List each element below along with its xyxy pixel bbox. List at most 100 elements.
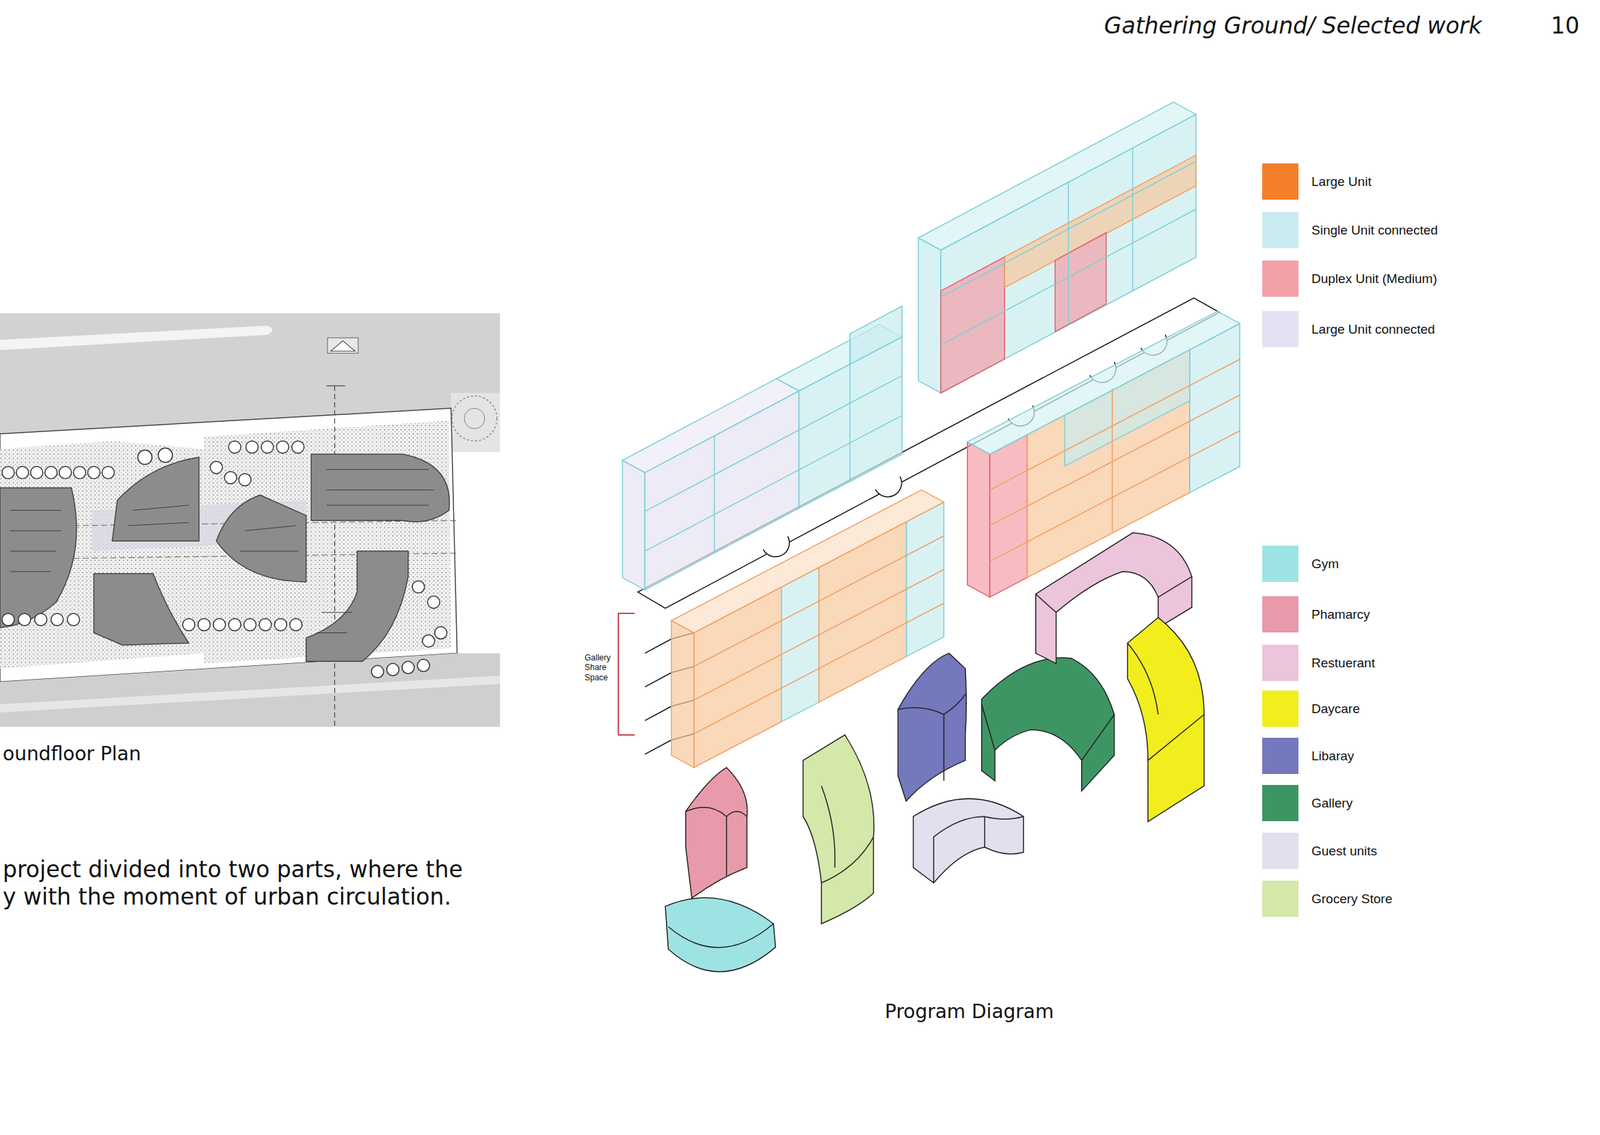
housing-bar-part [967,441,991,597]
site-plan-part-part [127,505,190,526]
site-plan-part-part [276,441,289,454]
site-plan-part [0,441,204,669]
site-plan-part-part [228,618,241,632]
legend-row: Grocery Store [1262,880,1393,917]
legend-swatch [1262,784,1299,822]
housing-bar-part [644,375,902,512]
site-plan-part [326,385,346,387]
site-plan-part [2,441,448,678]
plan-title: oundfloor Plan [2,742,141,766]
site-plan-part-part [311,454,450,522]
program-blocks [665,532,1205,972]
legend-row: Large Unit [1262,163,1372,200]
legend-label: Gallery [1311,795,1353,811]
site-plan-part-part [427,596,440,609]
site-plan-part-part [422,635,435,648]
legend-row: Guest units [1262,832,1378,870]
program-blocks-part [685,767,748,899]
legend-row: Gallery [1262,784,1353,822]
site-plan-part [451,395,498,442]
site-plan-part-part [10,510,62,572]
housing-bar-part [1055,232,1107,332]
site-plan-part-part [2,466,15,479]
site-plan-part-part [259,618,272,632]
legend-swatch [1262,596,1299,633]
site-plan-part-part [291,441,305,454]
site-plan-part-part [326,469,435,506]
site-plan-part-part [0,488,77,629]
housing-bar-part [967,311,1240,455]
program-blocks-part [933,816,1023,883]
site-plan-part [203,420,451,664]
site-plan-part-part [45,466,58,479]
legend-label: Large Unit [1311,174,1372,190]
legend-label: Gym [1311,556,1339,572]
site-plan-part-part [34,613,48,626]
program-blocks-part [1127,642,1205,761]
program-blocks-part [981,704,1115,761]
legend-swatch [1262,163,1299,200]
site-plan-part-part [246,441,259,454]
site-plan-part-part [73,466,86,479]
legend-label: Daycare [1311,701,1360,717]
site-plan-part-part [30,466,44,479]
housing-bar-part [849,333,850,482]
site-plan-part-part [412,580,425,593]
site-plan-part-part [316,612,353,634]
site-plan-part-part [16,466,29,479]
housing-bar-part [622,378,799,473]
housing-bar-part [671,490,944,634]
program-blocks-part [668,923,774,948]
shared-floor-part [875,476,902,498]
legend-row: Duplex Unit (Medium) [1262,260,1438,297]
body-text: project divided into two parts, where th… [2,856,474,911]
site-plan-part [464,408,485,429]
legend-row: Single Unit connected [1262,211,1438,249]
housing-bar-part [918,237,941,394]
legend-swatch [1262,260,1299,297]
legend-swatch [1262,690,1299,727]
legend-swatch [1262,311,1299,348]
site-plan-part [0,408,458,682]
site-plan-part-part [244,618,257,632]
site-plan [0,313,500,727]
legend-label: Single Unit connected [1311,222,1438,238]
site-plan-part-part [402,661,415,674]
housing-bar-part [622,460,645,591]
site-plan-part-part [93,573,189,645]
page-number: 10 [1550,12,1580,39]
legend-swatch [1262,880,1299,917]
legend-row: Gym [1262,545,1339,582]
site-plan-part-part [137,449,152,465]
site-plan-part-part [198,618,211,632]
site-plan-part-part [289,618,303,632]
legend-swatch [1262,545,1299,582]
bracket [618,613,635,736]
housing-bar-part [1132,147,1133,291]
shared-floor-part [763,536,790,557]
site-plan-part-part [2,613,15,626]
site-plan-part-part [182,618,195,632]
site-plan-part-part [228,441,241,454]
site-plan-part-part [417,659,430,672]
program-blocks-part [1127,617,1205,822]
site-plan-part-part [51,613,64,626]
legend-swatch [1262,832,1299,870]
legend-row: Phamarcy [1262,596,1371,633]
legend-swatch [1262,644,1299,682]
legend-label: Duplex Unit (Medium) [1311,271,1438,287]
site-plan-part-part [157,447,173,463]
legend-label: Libaray [1311,748,1354,764]
site-plan-part [334,385,336,727]
site-plan-part [10,469,434,634]
site-plan-part [451,393,501,453]
legend-row: Daycare [1262,690,1360,727]
site-plan-part-part [434,627,448,640]
site-plan-part-part [209,461,223,474]
site-plan-part [0,325,273,351]
program-blocks-part [802,735,874,924]
site-plan-part-part [240,525,299,552]
legend-label: Grocery Store [1311,891,1393,907]
legend-swatch [1262,211,1299,249]
